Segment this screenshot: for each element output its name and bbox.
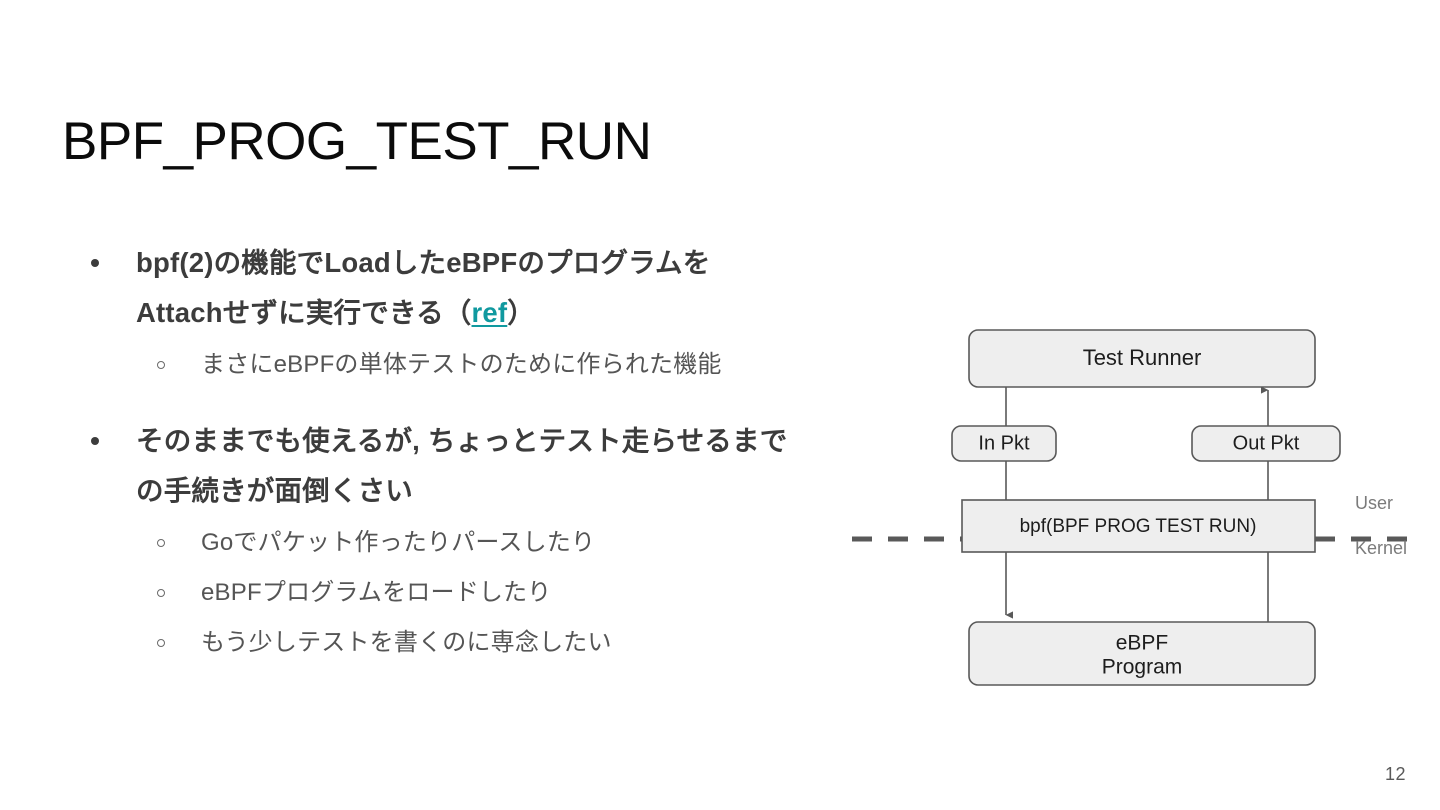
- box-bpf-syscall-label: bpf(BPF PROG TEST RUN): [1020, 516, 1257, 537]
- bullet-marker-hollow-circle-icon: [154, 518, 168, 568]
- bullet-item-3: そのままでも使えるが, ちょっとテスト走らせるまでの手続きが面倒くさい: [70, 416, 790, 516]
- box-ebpf-program: [968, 621, 1316, 686]
- box-out-pkt: [1191, 425, 1341, 462]
- box-bpf-syscall: [961, 499, 1316, 553]
- bullet-text-1-part-b: ）: [507, 297, 535, 328]
- bullet-item-2: まさにeBPFの単体テストのために作られた機能: [70, 340, 790, 390]
- architecture-diagram: Test Runner In Pkt Out Pkt bpf(BPF PROG …: [840, 310, 1440, 710]
- bullet-item-4: Goでパケット作ったりパースしたり: [70, 518, 790, 568]
- bullet-item-6: もう少しテストを書くのに専念したい: [70, 618, 790, 668]
- bullet-marker-filled-dot-icon: [88, 416, 102, 466]
- bullet-text-2: まさにeBPFの単体テストのために作られた機能: [201, 351, 722, 378]
- ref-link[interactable]: ref: [471, 297, 508, 328]
- bullet-marker-hollow-circle-icon: [154, 340, 168, 390]
- box-ebpf-program-label-line1: eBPF: [1116, 632, 1169, 655]
- bullet-item-1: bpf(2)の機能でLoadしたeBPFのプログラムをAttachせずに実行でき…: [70, 238, 790, 338]
- bullet-marker-filled-dot-icon: [88, 238, 102, 288]
- bullet-list: bpf(2)の機能でLoadしたeBPFのプログラムをAttachせずに実行でき…: [70, 238, 790, 668]
- label-kernel: Kernel: [1355, 538, 1407, 558]
- page-number: 12: [1384, 764, 1406, 784]
- bullet-item-5: eBPFプログラムをロードしたり: [70, 568, 790, 618]
- page-title: BPF_PROG_TEST_RUN: [62, 111, 652, 171]
- label-user: User: [1355, 493, 1393, 513]
- bullet-text-5: eBPFプログラムをロードしたり: [201, 579, 552, 606]
- bullet-text-6: もう少しテストを書くのに専念したい: [201, 629, 612, 656]
- bullet-marker-hollow-circle-icon: [154, 618, 168, 668]
- box-in-pkt-label: In Pkt: [978, 432, 1030, 454]
- bullet-marker-hollow-circle-icon: [154, 568, 168, 618]
- box-test-runner-label: Test Runner: [1083, 345, 1202, 370]
- box-test-runner: [968, 329, 1316, 388]
- bullet-text-1-part-a: bpf(2)の機能でLoadしたeBPFのプログラムをAttachせずに実行でき…: [136, 247, 711, 328]
- box-ebpf-program-label-line2: Program: [1102, 656, 1183, 679]
- box-out-pkt-label: Out Pkt: [1233, 432, 1300, 454]
- bullet-text-3: そのままでも使えるが, ちょっとテスト走らせるまでの手続きが面倒くさい: [136, 425, 788, 506]
- bullet-spacer: [70, 390, 790, 416]
- box-in-pkt: [951, 425, 1057, 462]
- bullet-text-4: Goでパケット作ったりパースしたり: [201, 529, 596, 556]
